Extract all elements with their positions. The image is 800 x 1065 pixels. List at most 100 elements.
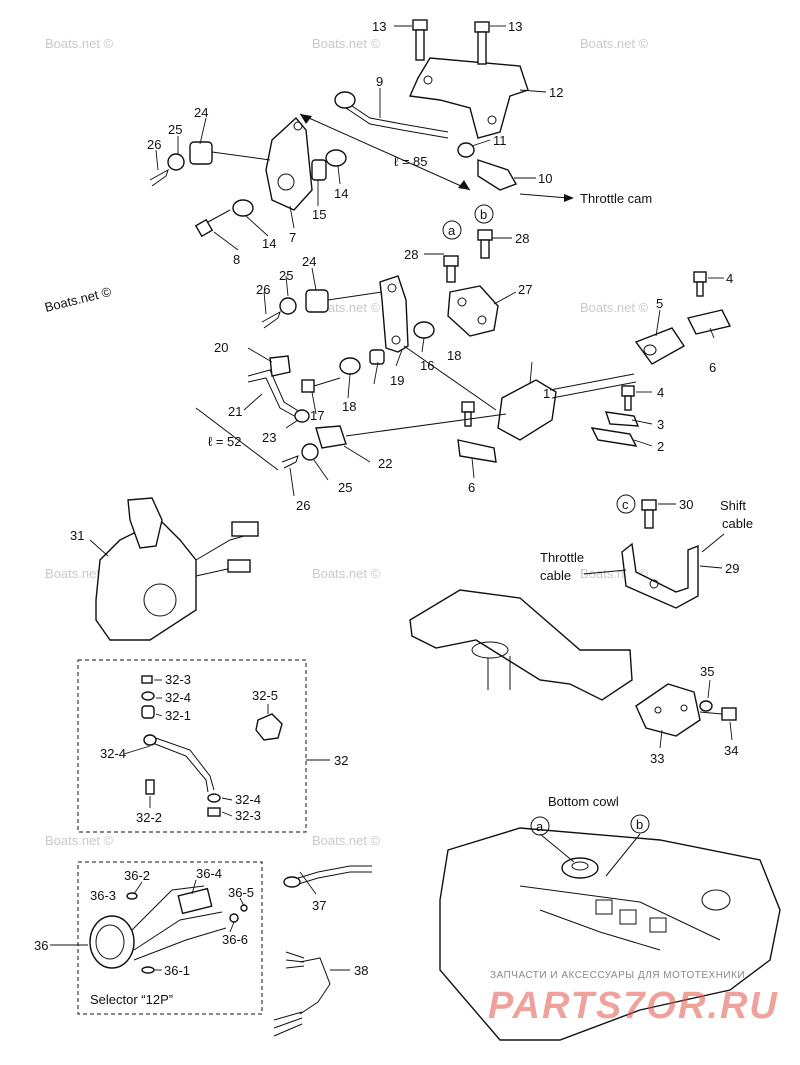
throttle-cam-arrow [519, 193, 569, 199]
cowl-boss-hole [571, 861, 589, 871]
cowl-boss-small [649, 917, 667, 933]
cam-pin [293, 121, 303, 131]
joint-10 [477, 159, 518, 191]
cam-hub [277, 173, 295, 191]
watermark: Boats.net © [45, 36, 114, 51]
bolt-30-shank [644, 509, 654, 529]
clip-26 [149, 168, 169, 187]
ref-circle [630, 814, 650, 834]
callout-32-4: 32-4 [100, 746, 126, 761]
callout-36-1: 36-1 [164, 963, 190, 978]
dimension-line-85 [299, 113, 471, 191]
watermark: Boats.net © [580, 300, 649, 315]
callout-23: 23 [262, 430, 276, 445]
callout-4: 4 [726, 271, 733, 286]
leader [539, 833, 575, 863]
collar-15 [311, 159, 327, 181]
callout-26: 26 [256, 282, 270, 297]
joint-24 [189, 141, 213, 165]
connector [227, 559, 251, 573]
leader [583, 569, 627, 575]
callout-32: 32 [334, 753, 348, 768]
callout-28: 28 [404, 247, 418, 262]
callout-25: 25 [279, 268, 293, 283]
cowl-ribs [519, 885, 721, 951]
cowl-port [701, 889, 731, 911]
callout-38: 38 [354, 963, 368, 978]
bracket-hole [423, 75, 433, 85]
plate-6 [457, 439, 497, 463]
bolt-30 [641, 499, 657, 511]
joint-22 [315, 425, 347, 449]
arm-hole [643, 344, 657, 356]
watermarks: Boats.net © Boats.net © Boats.net © Boat… [45, 36, 649, 848]
ref-b: b [636, 817, 643, 832]
callout-9: 9 [376, 74, 383, 89]
joint-32-1 [141, 705, 155, 719]
brand-logo: PARTS7OR.RU [488, 985, 779, 1027]
selector-wires [131, 885, 227, 961]
callout-6: 6 [468, 480, 475, 495]
watermark: Boats.net © [312, 833, 381, 848]
throttle-cam-7 [265, 116, 313, 211]
harness-37-terminal [283, 876, 301, 888]
harness-37 [291, 865, 372, 881]
bracket-hole [477, 315, 487, 325]
ref-c: c [622, 497, 629, 512]
bolt-34 [721, 707, 737, 721]
collar-19 [369, 349, 385, 365]
ref-circle [616, 494, 636, 514]
bracket-12 [408, 57, 529, 139]
rod-9 [339, 97, 449, 133]
cowl-boss-small [595, 899, 613, 915]
callout-37: 37 [312, 898, 326, 913]
bracket-hole [487, 115, 497, 125]
callout-32-5: 32-5 [252, 688, 278, 703]
bolt-17 [301, 379, 315, 393]
shift-cable-label: Shift [720, 498, 746, 513]
mount-hole [654, 706, 662, 714]
callout-11: 11 [493, 133, 507, 148]
callout-13: 13 [372, 19, 386, 34]
bottom-cowl-label: Bottom cowl [548, 794, 619, 809]
clip-26 [281, 455, 299, 469]
dimension-arrow [458, 180, 470, 190]
ref-a: a [448, 223, 456, 238]
callout-32-3: 32-3 [165, 672, 191, 687]
grommet-32-5 [255, 713, 283, 741]
rod-end [334, 91, 356, 109]
lever-hole [387, 283, 397, 293]
bolt-8 [194, 218, 214, 238]
callouts: 1 1 2 3 4 4 5 6 6 7 8 9 10 11 12 13 13 1… [34, 19, 739, 978]
rod-32-edge [149, 741, 209, 793]
rod-32 [149, 735, 215, 791]
shift-shaft [549, 373, 635, 391]
bolt-4-shank [624, 395, 632, 411]
cowl-boss-small [619, 909, 637, 925]
joint-24 [305, 289, 329, 313]
callout-29: 29 [725, 561, 739, 576]
bolt-28 [477, 229, 493, 241]
bottom-cowl [439, 827, 781, 1041]
bolt-28 [443, 255, 459, 267]
joint-link [211, 151, 271, 161]
callout-18: 18 [342, 399, 356, 414]
ref-circle [530, 816, 550, 836]
bolt-13-shank [415, 29, 425, 61]
cable-bracket-group: Shift cable Throttle cable [409, 498, 753, 737]
rod-9-edge [339, 103, 449, 139]
callout-4: 4 [657, 385, 664, 400]
nut-36-6 [229, 913, 239, 923]
callout-5: 5 [656, 296, 663, 311]
callout-2: 2 [657, 439, 664, 454]
ref-b: b [480, 207, 487, 222]
callout-1: 1 [543, 386, 550, 401]
callout-13: 13 [508, 19, 522, 34]
callout-31: 31 [70, 528, 84, 543]
callout-17: 17 [310, 408, 324, 423]
watermark: Boats.net © [312, 300, 381, 315]
washer-32-4 [207, 793, 221, 803]
callout-32-3: 32-3 [235, 808, 261, 823]
nut-11 [457, 142, 475, 158]
